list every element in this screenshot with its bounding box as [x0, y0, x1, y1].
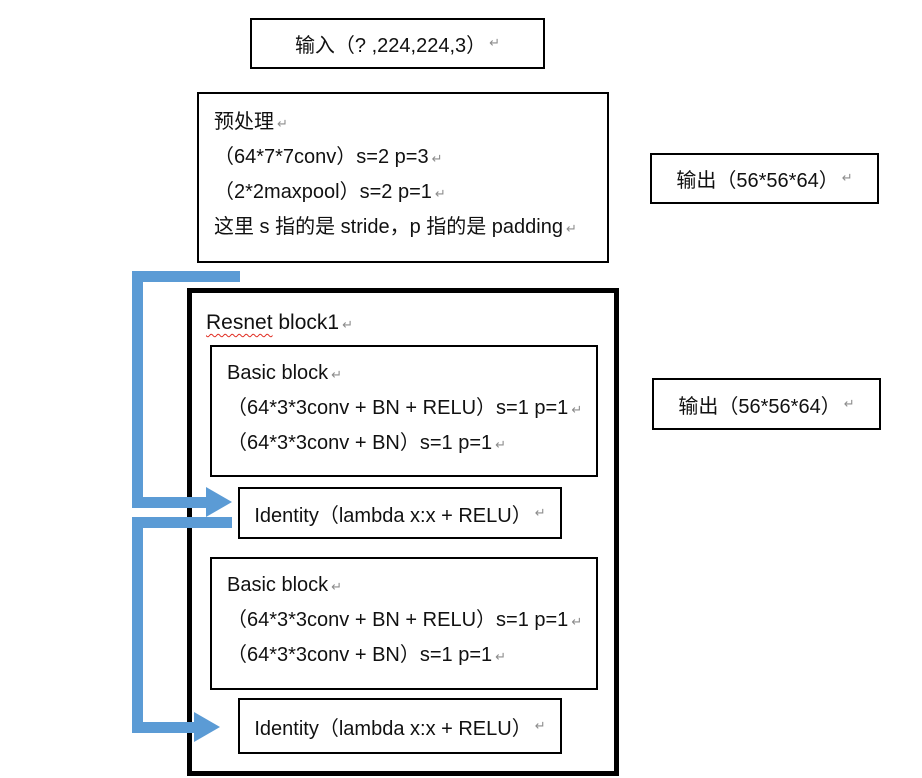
paragraph-mark: ↵: [566, 222, 577, 237]
identity-2-text: Identity（lambda x:x + RELU）: [254, 717, 532, 740]
skip-arrow-2-top-segment: [132, 517, 232, 528]
basic-block-2-conv1-line: （64*3*3conv + BN + RELU）s=1 p=1↵: [227, 603, 596, 638]
resnet-title-rest-text: block1: [272, 311, 340, 334]
identity-1-text: Identity（lambda x:x + RELU）: [254, 504, 532, 527]
preprocess-line-note: 这里 s 指的是 stride，p 指的是 padding↵: [214, 210, 607, 245]
basic-block-2-title-line: Basic block↵: [227, 568, 596, 603]
paragraph-mark: ↵: [489, 36, 501, 51]
output-2-text: 输出（56*56*64）: [678, 395, 841, 418]
output-box-2: 输出（56*56*64）↵: [652, 378, 881, 430]
paragraph-mark: ↵: [331, 580, 343, 595]
identity-box-1: Identity（lambda x:x + RELU）↵: [238, 487, 562, 539]
preprocess-conv-text: （64*7*7conv）s=2 p=3: [214, 146, 429, 168]
paragraph-mark: ↵: [431, 152, 443, 167]
resnet-block1-container: Resnet block1↵ Basic block↵ （64*3*3conv …: [187, 288, 619, 776]
paragraph-mark: ↵: [843, 396, 855, 412]
paragraph-mark: ↵: [342, 318, 353, 333]
basic-block-1: Basic block↵ （64*3*3conv + BN + RELU）s=1…: [210, 345, 598, 477]
paragraph-mark: ↵: [495, 438, 507, 453]
basic-block-1-conv2-text: （64*3*3conv + BN）s=1 p=1: [227, 432, 493, 454]
basic-block-1-title-text: Basic block: [227, 362, 329, 384]
basic-block-1-conv1-text: （64*3*3conv + BN + RELU）s=1 p=1: [227, 397, 569, 419]
preprocess-note-text: 这里 s 指的是 stride，p 指的是 padding: [214, 216, 563, 238]
resnet-title-misspelled-text: Resnet: [206, 311, 273, 334]
paragraph-mark: ↵: [331, 368, 343, 383]
basic-block-2-title-text: Basic block: [227, 574, 329, 596]
paragraph-mark: ↵: [841, 171, 853, 186]
identity-box-2: Identity（lambda x:x + RELU）↵: [238, 698, 562, 754]
skip-arrow-1-top-segment: [132, 271, 240, 282]
basic-block-1-conv1-line: （64*3*3conv + BN + RELU）s=1 p=1↵: [227, 391, 596, 426]
skip-arrow-2-arrowhead-icon: [194, 712, 220, 742]
paragraph-mark: ↵: [495, 650, 507, 665]
basic-block-2-conv2-line: （64*3*3conv + BN）s=1 p=1↵: [227, 638, 596, 673]
paragraph-mark: ↵: [571, 615, 583, 630]
paragraph-mark: ↵: [534, 505, 546, 521]
basic-block-1-conv2-line: （64*3*3conv + BN）s=1 p=1↵: [227, 426, 596, 461]
skip-arrow-2-bottom-segment: [132, 722, 194, 733]
preprocess-line-conv: （64*7*7conv）s=2 p=3↵: [214, 140, 607, 175]
paragraph-mark: ↵: [434, 187, 446, 202]
skip-arrow-1-bottom-segment: [132, 497, 207, 508]
preprocess-line-maxpool: （2*2maxpool）s=2 p=1↵: [214, 175, 607, 210]
resnet-block1-title: Resnet block1↵: [206, 305, 353, 340]
output-box-1: 输出（56*56*64）↵: [650, 153, 879, 204]
input-text: 输入（? ,224,224,3）: [294, 35, 487, 57]
skip-arrow-1-arrowhead-icon: [206, 487, 232, 517]
basic-block-2-conv1-text: （64*3*3conv + BN + RELU）s=1 p=1: [227, 609, 569, 631]
paragraph-mark: ↵: [277, 117, 288, 132]
skip-arrow-1-vertical-segment: [132, 271, 143, 508]
preprocess-title-text: 预处理: [214, 111, 274, 133]
input-box: 输入（? ,224,224,3）↵: [250, 18, 545, 69]
preprocess-maxpool-text: （2*2maxpool）s=2 p=1: [214, 181, 432, 203]
skip-arrow-2-vertical-segment: [132, 517, 143, 733]
preprocess-line-title: 预处理↵: [214, 105, 607, 140]
paragraph-mark: ↵: [534, 718, 546, 734]
output-1-text: 输出（56*56*64）: [676, 170, 839, 192]
paragraph-mark: ↵: [571, 403, 583, 418]
basic-block-1-title-line: Basic block↵: [227, 356, 596, 391]
preprocess-box: 预处理↵ （64*7*7conv）s=2 p=3↵ （2*2maxpool）s=…: [197, 92, 609, 263]
basic-block-2: Basic block↵ （64*3*3conv + BN + RELU）s=1…: [210, 557, 598, 690]
basic-block-2-conv2-text: （64*3*3conv + BN）s=1 p=1: [227, 644, 493, 666]
